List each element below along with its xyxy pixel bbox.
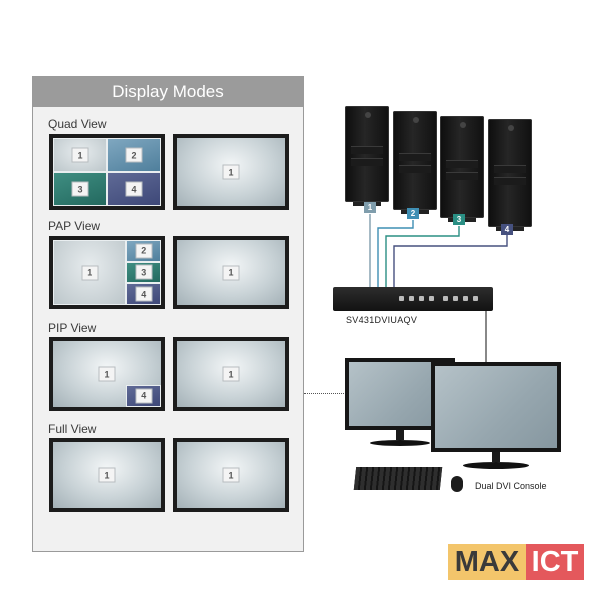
pane-number: 2	[125, 147, 143, 163]
port-badge-1: 1	[364, 202, 376, 213]
cable-4	[393, 235, 508, 292]
monitor-full-right: 1	[173, 438, 289, 512]
monitor-quad-right: 1	[173, 134, 289, 210]
console-label: Dual DVI Console	[475, 481, 547, 491]
screen: 1 4	[53, 341, 161, 407]
mouse	[451, 476, 463, 492]
monitor-base-left	[370, 440, 430, 446]
pane-1: 1	[53, 240, 127, 305]
pane-1: 1	[53, 138, 107, 172]
pane-4: 4	[126, 283, 161, 305]
screen: 1	[177, 442, 285, 508]
monitor-pap-right: 1	[173, 236, 289, 309]
monitor-stand-right	[492, 452, 500, 462]
pane-number: 1	[222, 164, 240, 180]
screen: 1 2 3 4	[53, 138, 161, 206]
switch-model-label: SV431DVIUAQV	[346, 315, 418, 325]
monitor-pap-left: 1 2 3 4	[49, 236, 165, 309]
computer-tower-3	[440, 116, 484, 222]
computer-tower-2	[393, 111, 437, 214]
panel-connector-line	[304, 393, 344, 394]
pane-number: 2	[135, 243, 153, 259]
monitor-pip-right: 1	[173, 337, 289, 411]
screen: 1	[177, 240, 285, 305]
display-modes-panel: Display Modes Quad View 1 2 3 4 1 PAP Vi…	[32, 76, 304, 552]
screen: 1 2 3 4	[53, 240, 161, 305]
cable-2	[377, 220, 414, 292]
logo-max-part: MAX	[448, 544, 526, 580]
port-badge-4: 4	[501, 224, 513, 235]
pane-4: 4	[107, 172, 161, 206]
keyboard	[353, 467, 443, 490]
monitor-full-left: 1	[49, 438, 165, 512]
display-modes-title: Display Modes	[33, 77, 303, 107]
pane-number: 4	[135, 388, 153, 404]
pane-number: 1	[222, 467, 240, 483]
lcd-monitor-right	[431, 362, 561, 452]
pane-number: 1	[81, 265, 99, 280]
port-badge-2: 2	[407, 208, 419, 219]
pane-number: 3	[71, 181, 89, 197]
pane-4: 4	[126, 384, 161, 407]
pane-2: 2	[107, 138, 161, 172]
kvm-switch	[333, 287, 493, 311]
pane-2: 2	[126, 240, 161, 262]
pane-3: 3	[126, 261, 161, 284]
pane-number: 1	[222, 366, 240, 382]
monitor-pip-left: 1 4	[49, 337, 165, 411]
computer-tower-4	[488, 119, 532, 231]
pane-number: 1	[71, 147, 89, 163]
pane-number: 4	[135, 286, 153, 302]
pane-number: 1	[98, 467, 116, 483]
monitor-base-right	[463, 462, 529, 469]
pane-number: 1	[222, 265, 240, 280]
mode-label-pap: PAP View	[48, 219, 101, 233]
mode-label-pip: PIP View	[48, 321, 97, 335]
computer-tower-1	[345, 106, 389, 206]
screen: 1	[177, 341, 285, 407]
mode-label-quad: Quad View	[48, 117, 107, 131]
maxict-logo: MAX ICT	[448, 544, 584, 580]
pane-number: 3	[135, 264, 153, 280]
pane-3: 3	[53, 172, 107, 206]
screen: 1	[177, 138, 285, 206]
logo-ict-part: ICT	[526, 544, 584, 580]
mode-label-full: Full View	[48, 422, 97, 436]
monitor-stand-left	[396, 430, 404, 440]
monitor-quad-left: 1 2 3 4	[49, 134, 165, 210]
cable-3	[385, 226, 460, 292]
pane-number: 4	[125, 181, 143, 197]
pane-number: 1	[98, 366, 116, 382]
screen: 1	[53, 442, 161, 508]
port-badge-3: 3	[453, 214, 465, 225]
